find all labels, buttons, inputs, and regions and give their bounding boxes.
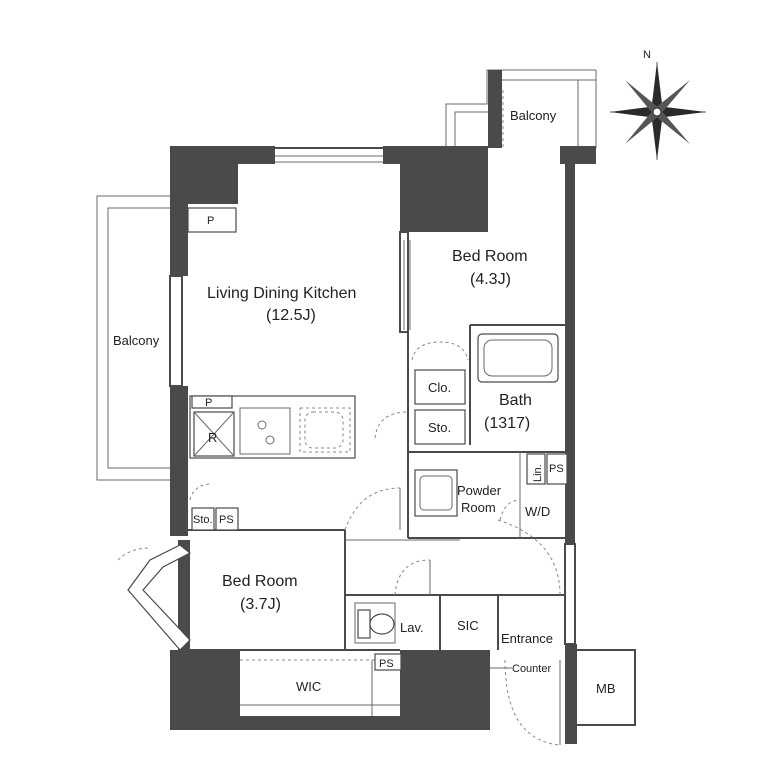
ps-bottom-label: PS xyxy=(379,658,394,670)
refrigerator-label: R xyxy=(208,430,217,445)
sic-label: SIC xyxy=(457,618,479,633)
ps-box-left xyxy=(215,507,239,531)
kitchen-counter xyxy=(189,395,356,459)
storage-box-mid xyxy=(414,409,466,445)
counter-label: Counter xyxy=(512,663,551,675)
wic-label: WIC xyxy=(296,679,321,694)
bedroom1-name: Bed Room xyxy=(452,248,528,265)
washer-label: W/D xyxy=(525,504,550,519)
ps-left-label: PS xyxy=(219,514,234,526)
pipe-kitchen-label: P xyxy=(205,397,212,409)
bedroom2-name: Bed Room xyxy=(222,573,298,590)
bathtub-icon xyxy=(477,333,559,383)
pipe-box-kitchen xyxy=(191,395,233,409)
powder-line2: Room xyxy=(461,500,496,515)
exterior-walls xyxy=(169,146,596,730)
closet-label: Clo. xyxy=(428,380,451,395)
lavatory-label: Lav. xyxy=(400,620,424,635)
ldk-size: (12.5J) xyxy=(266,307,316,324)
balcony-left xyxy=(96,195,170,481)
entrance-label: Entrance xyxy=(501,631,553,646)
sink-icon xyxy=(414,469,458,517)
linen-box xyxy=(526,453,546,485)
storage-left-label: Sto. xyxy=(193,514,213,526)
bath-name: Bath xyxy=(499,392,532,409)
pipe-top-label: P xyxy=(207,215,214,227)
storage-box-left xyxy=(191,507,215,531)
pipe-box-top xyxy=(187,207,237,233)
balcony-top-label: Balcony xyxy=(510,108,557,123)
bath-size: (1317) xyxy=(484,415,530,432)
closet-box xyxy=(414,369,466,405)
bedroom2-size: (3.7J) xyxy=(240,596,281,613)
linen-label: Lin. xyxy=(532,464,544,482)
compass-north-label: N xyxy=(643,49,651,61)
angled-window xyxy=(117,544,192,651)
ps-box-bottom xyxy=(374,653,402,671)
ps-bath-label: PS xyxy=(549,463,564,475)
storage-mid-label: Sto. xyxy=(428,420,451,435)
balcony-top xyxy=(445,69,597,148)
compass-icon: N xyxy=(610,49,706,160)
toilet-icon xyxy=(354,602,396,644)
bedroom1-size: (4.3J) xyxy=(470,271,511,288)
mb-label: MB xyxy=(596,681,616,696)
ldk-name: Living Dining Kitchen xyxy=(207,285,356,302)
ps-box-bath xyxy=(546,453,568,485)
sliding-door xyxy=(403,240,411,330)
powder-line1: Powder xyxy=(457,483,502,498)
door-swings xyxy=(189,341,561,746)
wic-shelf xyxy=(240,659,400,716)
balcony-left-label: Balcony xyxy=(113,333,160,348)
